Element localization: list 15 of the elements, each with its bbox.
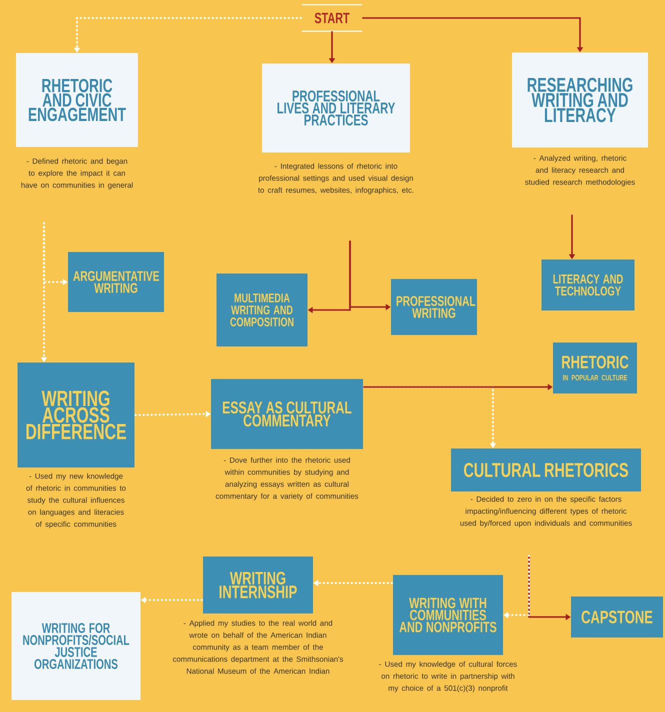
course-box: ARGUMENTATIVE WRITING: [68, 252, 164, 312]
course-box: PROFESSIONAL WRITING: [391, 279, 477, 335]
course-box: LITERACY AND TECHNOLOGY: [542, 260, 634, 310]
course-box: WRITING ACROSS DIFFERENCE: [18, 362, 134, 468]
course-box: WRITING WITH COMMUNITIES AND NONPROFITS: [393, 575, 503, 655]
topic-box: WRITING FOR NONPROFITS/SOCIAL JUSTICE ORGANIZATIONS: [12, 592, 140, 700]
course-box: WRITING INTERNSHIP: [203, 556, 313, 614]
course-box: MULTIMEDIA WRITING AND COMPOSITION: [216, 274, 308, 346]
course-box: CAPSTONE: [571, 596, 663, 638]
start-label: START: [302, 4, 362, 32]
course-box: ESSAY AS CULTURAL COMMENTARY: [211, 379, 363, 449]
topic-box: PROFESSIONAL LIVES AND LITERARY PRACTICES: [262, 64, 410, 152]
course-box: CULTURAL RHETORICS: [451, 448, 641, 492]
topic-box: RESEARCHING WRITING AND LITERACY: [512, 52, 648, 148]
topic-box: RHETORIC AND CIVIC ENGAGEMENT: [16, 53, 138, 147]
